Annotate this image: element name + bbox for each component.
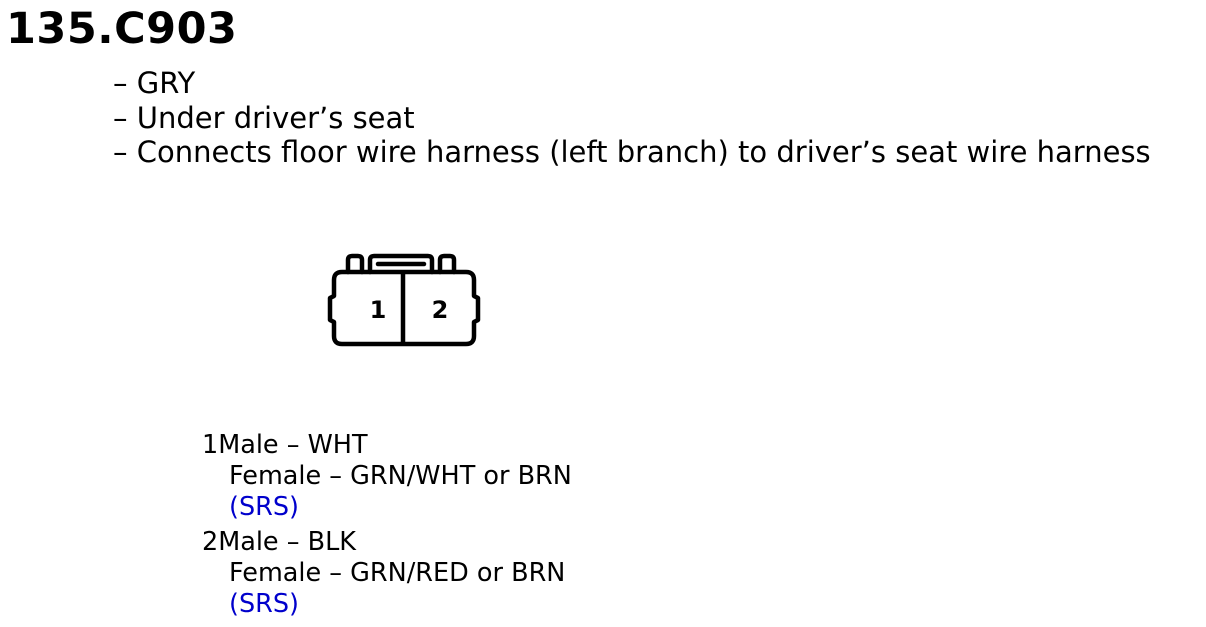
pin-male-wire: 2Male – BLK [202,527,357,557]
pin-male-wire: 1Male – WHT [202,430,368,460]
detail-location: – Under driver’s seat [113,100,415,135]
pin-system-link[interactable]: (SRS) [229,492,299,522]
connector-title: 135.C903 [6,4,238,54]
pin-female-wire: Female – GRN/WHT or BRN [229,461,572,491]
pin-system-link[interactable]: (SRS) [229,589,299,619]
pin-female-wire: Female – GRN/RED or BRN [229,558,566,588]
cavity-label-2: 2 [432,296,449,324]
pin-entry-2: 2Male – BLK Female – GRN/RED or BRN (SRS… [202,527,572,620]
pin-list: 1Male – WHT Female – GRN/WHT or BRN (SRS… [202,430,572,624]
pin-entry-1: 1Male – WHT Female – GRN/WHT or BRN (SRS… [202,430,572,523]
detail-connection: – Connects floor wire harness (left bran… [113,135,1151,169]
cavity-label-1: 1 [370,296,387,324]
detail-color: – GRY [113,66,196,100]
connector-details: – GRY – Under driver’s seat – Connects f… [113,66,1151,170]
connector-face-icon: 1 2 [327,253,481,347]
